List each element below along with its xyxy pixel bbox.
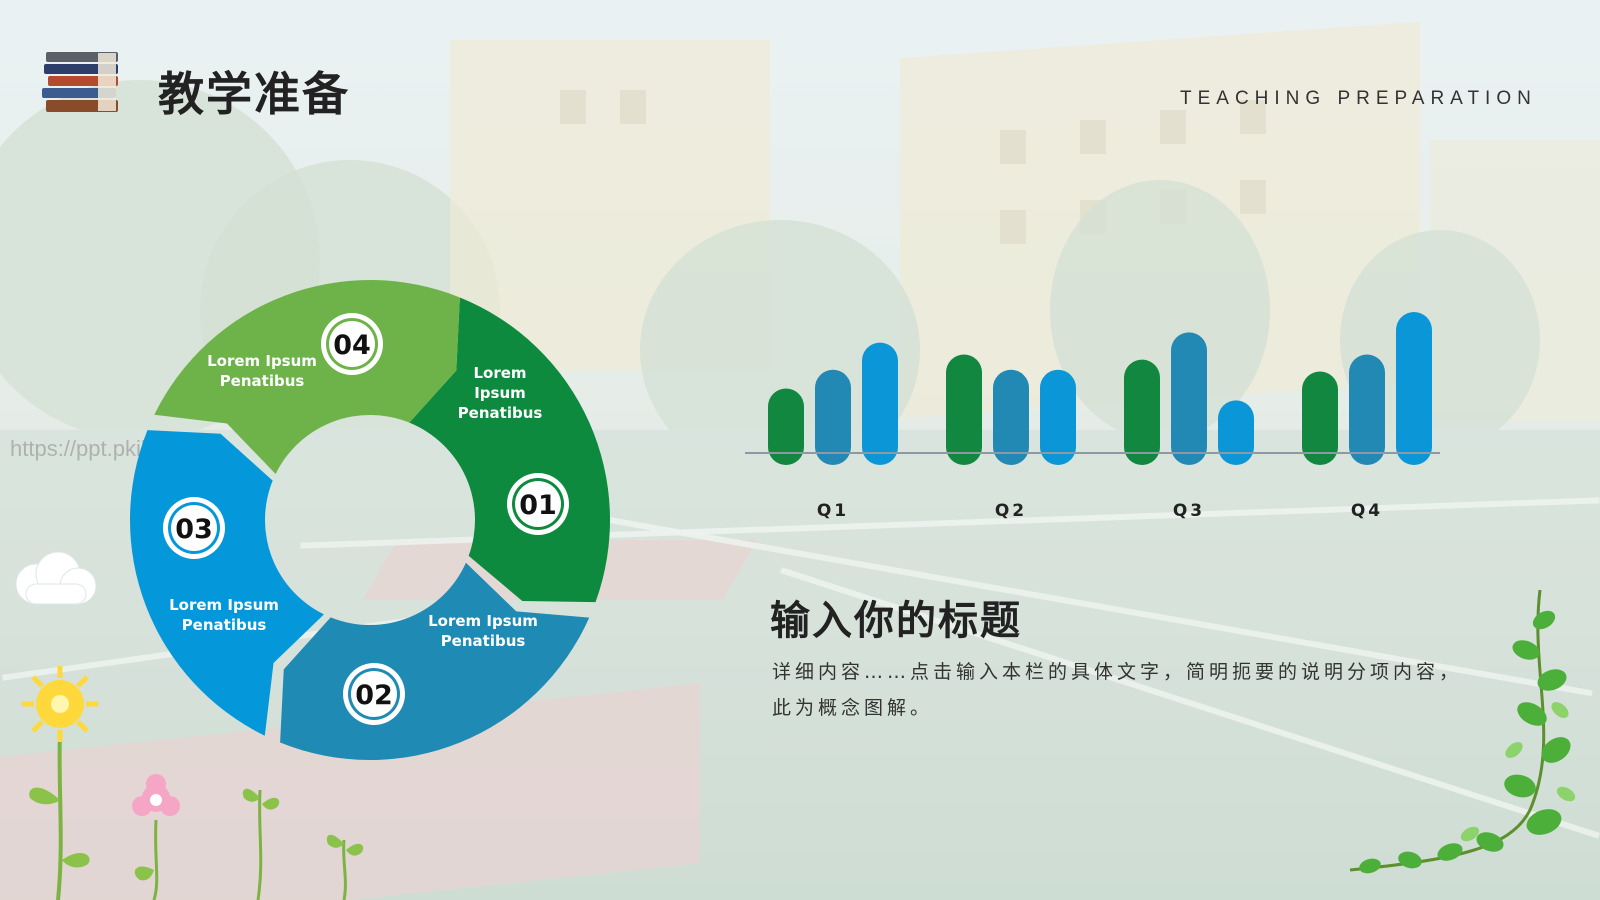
x-tick-label: Q3 [1173,501,1205,521]
segment-label: Penatibus [458,404,543,422]
bar-chart: Q1 Q2 Q3 Q4 [745,312,1440,521]
section-description: 详细内容……点击输入本栏的具体文字，简明扼要的说明分项内容，此为概念图解。 [772,661,1463,719]
step-badge-inner [329,321,375,367]
step-badge-inner [351,671,397,717]
books-icon [42,52,118,112]
pink-flower-icon [132,774,180,900]
bar-q4-s2 [1349,354,1385,465]
segment-label: Penatibus [182,616,267,634]
x-tick-label: Q2 [995,501,1027,521]
bar-q2-s3 [1040,369,1076,465]
segment-label: Ipsum [474,384,526,402]
segment-label: Lorem [473,364,526,382]
bar-q4-s3 [1396,312,1432,465]
step-badge-inner [171,505,217,551]
sprout-icon [326,834,364,900]
page-title: 教学准备 [158,67,350,121]
bar-q3-s3 [1218,400,1254,465]
ivy-vine-icon [1349,590,1576,874]
bar-q1-s3 [862,342,898,465]
x-tick-label: Q4 [1351,501,1383,521]
bar-q3-s1 [1124,359,1160,465]
bar-q3-s2 [1171,332,1207,465]
step-badge-inner [515,481,561,527]
section-title: 输入你的标题 [770,598,1022,644]
step-number: 01 [519,490,557,521]
cycle-segment-04 [154,279,460,474]
cloud-icon [15,551,97,605]
bar-q1-s1 [768,388,804,465]
x-tick-label: Q1 [817,501,849,521]
step-number: 03 [175,514,213,545]
segment-label: Penatibus [441,632,526,650]
sprout-icon [242,788,280,900]
bar-q1-s2 [815,369,851,465]
bar-q2-s2 [993,369,1029,465]
bar-q2-s1 [946,354,982,465]
sun-flower-icon [22,666,98,900]
segment-label: Penatibus [220,372,305,390]
step-number: 04 [333,330,371,361]
page-subtitle: TEACHING PREPARATION [1180,88,1537,109]
segment-label: Lorem Ipsum [169,596,279,614]
segment-label: Lorem Ipsum [207,352,317,370]
segment-label: Lorem Ipsum [428,612,538,630]
bar-q4-s1 [1302,371,1338,465]
step-number: 02 [355,680,393,711]
